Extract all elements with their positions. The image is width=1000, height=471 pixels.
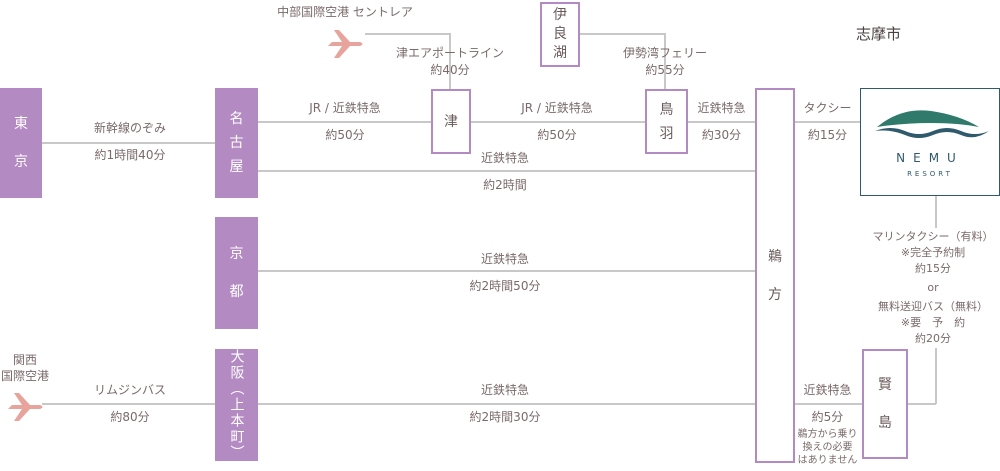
free-bus-note: ※要 予 約 [900, 316, 966, 329]
ugata-kashikojima-name: 近鉄特急 [803, 383, 852, 397]
ferry-time: 約55分 [645, 63, 685, 77]
airplane-icon-kansai [2, 389, 46, 425]
nagoya-ugata-time: 約2時間 [483, 178, 527, 192]
taxi-time: 約15分 [807, 128, 848, 142]
resort-name: NEMU [896, 151, 964, 165]
limousine-name: リムジンバス [93, 383, 166, 397]
station-toba: 鳥 羽 [645, 89, 688, 154]
kyoto-char-1: 京 [229, 246, 244, 262]
limousine-time: 約80分 [110, 410, 150, 424]
free-bus-time: 約20分 [915, 332, 951, 345]
transfer-note-1: 鵜方から乗り [797, 429, 858, 440]
nagoya-char-1: 名 [229, 111, 244, 127]
tsu-label: 津 [444, 113, 458, 130]
nagoya-tsu-name: JR / 近鉄特急 [309, 101, 381, 115]
taxi-name: タクシー [803, 101, 852, 115]
irako-char-2: 良 [553, 26, 567, 42]
ugata-kashikojima-time: 約5分 [811, 410, 844, 424]
marine-taxi-time: 約15分 [915, 262, 951, 275]
irako-char-3: 湖 [553, 45, 567, 61]
ugata-char-2: 方 [768, 286, 782, 303]
ferry-name: 伊勢湾フェリー [622, 46, 707, 60]
station-kashikojima: 賢 島 [862, 349, 908, 459]
airplane-icon-centrair [322, 26, 366, 62]
osaka-ugata-time: 約2時間30分 [469, 410, 541, 424]
tokyo-char-2: 京 [14, 154, 28, 170]
free-bus-label: 無料送迎バス（無料） [878, 300, 988, 313]
marine-taxi-note: ※完全予約制 [900, 246, 966, 259]
kansai-label-2: 国際空港 [0, 369, 49, 383]
tsu-toba-name: JR / 近鉄特急 [521, 101, 593, 115]
shinkansen-name: 新幹線のぞみ [93, 121, 166, 135]
marine-taxi-label: マリンタクシー（有料） [872, 230, 994, 243]
kyoto-ugata-name: 近鉄特急 [480, 252, 529, 266]
nagoya-char-2: 古 [229, 135, 244, 151]
transfer-note-2: 換えの必要 [802, 442, 853, 453]
nagoya-tsu-time: 約50分 [325, 128, 365, 142]
station-irako: 伊 良 湖 [540, 2, 580, 67]
nemu-resort-logo: NEMU RESORT [860, 88, 1000, 196]
city-label: 志摩市 [856, 25, 902, 43]
station-osaka: 大阪（上本町） [215, 349, 258, 461]
kashikojima-char-2: 島 [878, 415, 892, 431]
transfer-note-3: はありません [797, 455, 858, 466]
tsu-airport-name: 津エアポートライン [395, 46, 504, 60]
toba-char-2: 羽 [659, 125, 674, 142]
station-tokyo: 東 京 [0, 88, 42, 198]
station-ugata: 鵜 方 [755, 88, 795, 463]
kyoto-ugata-time: 約2時間50分 [469, 279, 541, 293]
tsu-toba-time: 約50分 [537, 128, 577, 142]
kyoto-char-2: 都 [229, 284, 244, 300]
nagoya-ugata-name: 近鉄特急 [480, 151, 529, 165]
ugata-char-1: 鵜 [768, 248, 782, 265]
station-nagoya: 名 古 屋 [215, 88, 258, 198]
centrair-label: 中部国際空港 セントレア [277, 5, 413, 19]
station-tsu: 津 [431, 89, 471, 154]
irako-char-1: 伊 [553, 7, 567, 23]
or-label: or [927, 281, 939, 294]
tsu-airport-time: 約40分 [430, 63, 470, 77]
shinkansen-time: 約1時間40分 [94, 148, 166, 162]
nagoya-char-3: 屋 [229, 159, 244, 175]
resort-wave-icon [875, 110, 989, 138]
osaka-ugata-name: 近鉄特急 [480, 383, 529, 397]
kashikojima-char-1: 賢 [878, 377, 892, 393]
tokyo-char-1: 東 [14, 116, 28, 132]
toba-ugata-time: 約30分 [701, 128, 742, 142]
toba-char-1: 鳥 [659, 101, 674, 118]
toba-ugata-name: 近鉄特急 [697, 101, 746, 115]
station-kyoto: 京 都 [215, 217, 258, 329]
kansai-label-1: 関西 [12, 353, 37, 367]
osaka-label: 大阪（上本町） [228, 349, 245, 461]
resort-sub: RESORT [907, 170, 953, 178]
